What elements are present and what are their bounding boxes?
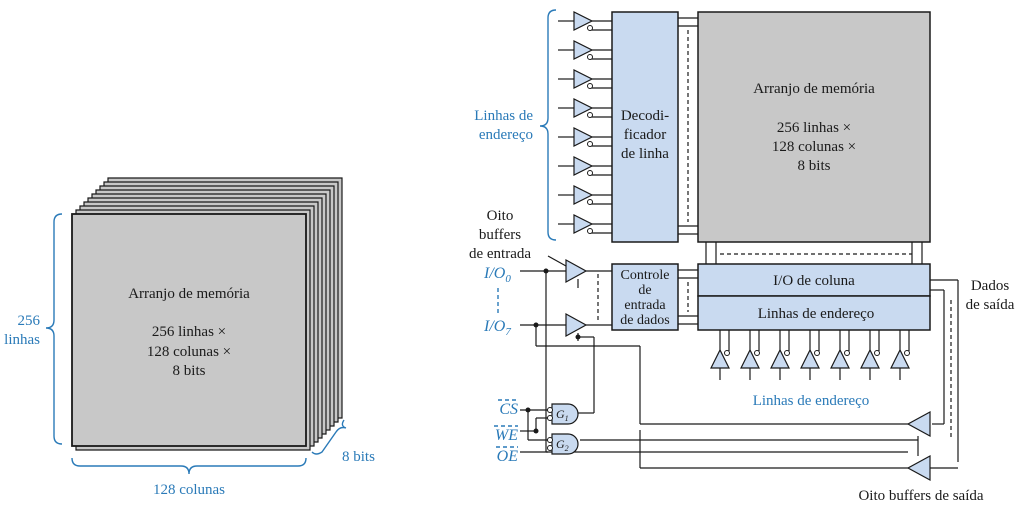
left-array-title: Arranjo de memória <box>128 286 250 302</box>
column-buffer <box>860 330 880 380</box>
we-label: WE <box>495 427 518 444</box>
right-array-dim-rows: 256 linhas × <box>777 120 851 136</box>
row-buffer <box>558 185 612 205</box>
output-buffers-label: Oito buffers de saída <box>858 488 983 504</box>
array-column-bus <box>705 242 923 264</box>
column-buffer <box>890 330 910 380</box>
g2-label: G2 <box>556 437 569 453</box>
row-buffer <box>558 214 612 234</box>
row-buffer <box>558 98 612 118</box>
memory-array-block <box>697 11 931 243</box>
control-column-bus <box>678 269 698 325</box>
g1-main: G <box>556 407 565 421</box>
depth-brace <box>311 419 347 455</box>
output-buffers <box>580 345 931 482</box>
depth-label: 8 bits <box>342 449 375 465</box>
gate-g1: G1 <box>547 403 579 425</box>
rows-label-word: linhas <box>4 332 40 348</box>
data-out-label-1: Dados <box>971 278 1009 294</box>
row-buffer <box>558 127 612 147</box>
io0-wiring <box>520 258 908 453</box>
row-buffer <box>558 11 612 31</box>
oe-label: OE <box>497 448 519 465</box>
column-buffer <box>710 330 730 380</box>
address-lines-brace <box>539 9 557 241</box>
cube-front-face <box>71 213 307 447</box>
rows-label-number: 256 <box>18 313 41 329</box>
row-decoder-label-3: de linha <box>621 146 669 162</box>
input-buffers-label-3: de entrada <box>469 246 531 262</box>
column-buffer <box>830 330 850 380</box>
column-decoder-label: Linhas de endereço <box>758 306 875 322</box>
input-enable-wiring <box>575 274 599 414</box>
io0-sub: 0 <box>505 273 511 285</box>
io0-main: I/O <box>483 265 506 282</box>
left-array-dim-rows: 256 linhas × <box>152 324 226 340</box>
address-lines-label-2: endereço <box>479 127 533 143</box>
data-input-control-label-1: Controle <box>621 268 670 283</box>
data-input-control-label-4: de dados <box>620 313 669 328</box>
row-decoder-label-1: Decodi- <box>621 108 669 124</box>
column-buffer <box>800 330 820 380</box>
data-input-control <box>611 263 679 331</box>
right-array-dim-cols: 128 colunas × <box>772 139 856 155</box>
g1-label: G1 <box>556 407 569 423</box>
column-io-label: I/O de coluna <box>773 273 855 289</box>
memory-cube: Arranjo de memória 256 linhas × 128 colu… <box>71 177 343 451</box>
data-input-control-label-3: entrada <box>624 298 666 313</box>
column-io-block <box>697 263 931 297</box>
cols-brace <box>71 457 307 475</box>
decoder-array-bus <box>678 17 698 235</box>
io7-label: I/O7 <box>483 318 511 338</box>
input-buffers-label-1: Oito <box>487 208 514 224</box>
control-inputs: CS WE OE <box>494 399 548 465</box>
g2-sub: 2 <box>565 444 569 453</box>
right-array-dim-bits: 8 bits <box>798 158 831 174</box>
row-buffer <box>558 69 612 89</box>
io7-wiring <box>520 312 618 347</box>
data-input-control-label-2: de <box>638 283 651 298</box>
left-array-dim-cols: 128 colunas × <box>147 344 231 360</box>
address-lines-label-1: Linhas de <box>474 108 533 124</box>
cs-label: CS <box>499 401 518 418</box>
g1-sub: 1 <box>565 414 569 423</box>
data-out-label-2: de saída <box>966 297 1015 313</box>
gate-g2: G2 <box>547 433 579 455</box>
column-decoder-block <box>697 295 931 331</box>
row-decoder-label-2: ficador <box>624 127 666 143</box>
data-out-wiring <box>930 279 959 469</box>
io0-label: I/O0 <box>483 265 511 285</box>
right-array-title: Arranjo de memória <box>753 81 875 97</box>
row-buffer <box>558 40 612 60</box>
left-array-dim-bits: 8 bits <box>173 363 206 379</box>
column-address-buffers <box>710 330 910 380</box>
column-address-lines-label: Linhas de endereço <box>753 393 870 409</box>
io7-sub: 7 <box>505 326 511 338</box>
row-decoder <box>611 11 679 243</box>
row-buffer <box>558 156 612 176</box>
row-address-buffers <box>558 11 612 234</box>
input-buffers-label-2: buffers <box>479 227 521 243</box>
io7-main: I/O <box>483 318 506 335</box>
rows-brace <box>45 213 63 445</box>
column-buffer <box>740 330 760 380</box>
g2-main: G <box>556 437 565 451</box>
column-buffer <box>770 330 790 380</box>
cols-label: 128 colunas <box>153 482 225 498</box>
